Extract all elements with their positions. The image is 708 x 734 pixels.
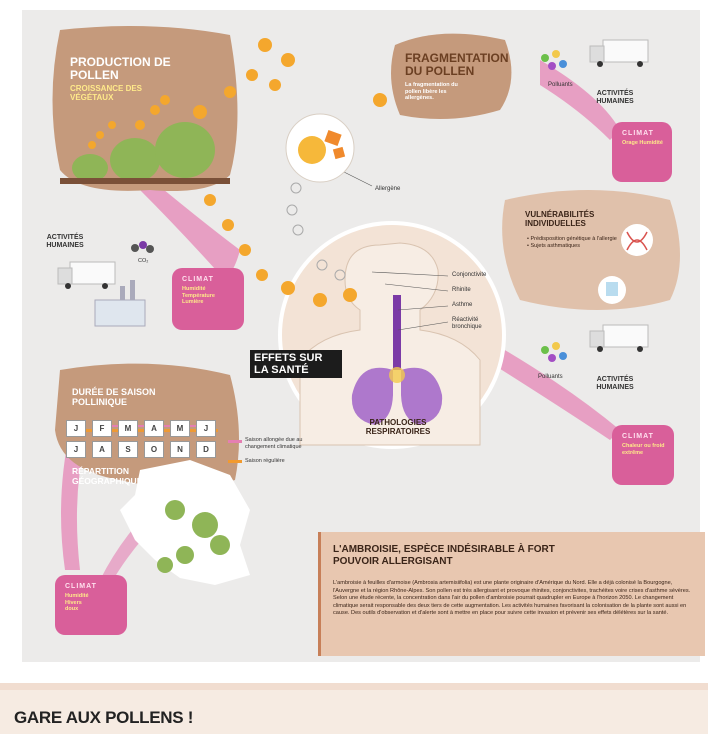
ambroisie-body: L'ambroisie à feuilles d'armoise (Ambros… — [333, 580, 691, 617]
pink-stream-left — [140, 170, 240, 280]
month-cell: S — [118, 441, 138, 458]
lung-left — [351, 367, 393, 425]
month-cell: F — [92, 420, 112, 437]
pollen-fragments — [286, 182, 346, 281]
ambroisie-title: L'AMBROISIE, ESPÈCE INDÉSIRABLE À FORT P… — [333, 544, 555, 567]
activites-label-bottom: ACTIVITÉS HUMAINES — [596, 376, 634, 391]
month-cell: M — [170, 420, 190, 437]
month-cell: A — [144, 420, 164, 437]
saison-title: DURÉE DE SAISON POLLINIQUE — [72, 387, 156, 407]
polluants-top — [541, 50, 567, 70]
polluants-bottom — [541, 342, 567, 362]
truck-top-right — [589, 39, 649, 67]
production-subtitle: CROISSANCE DES VÉGÉTAUX — [70, 84, 143, 102]
footer-title: GARE AUX POLLENS ! — [14, 708, 194, 727]
vulnerabilite-item: • Sujets asthmatiques — [527, 243, 580, 249]
shrubs — [72, 122, 215, 182]
month-cell: O — [144, 441, 164, 458]
label-asthme: Asthme — [452, 302, 473, 308]
climat-box-left: CLIMAT Humidité Température Lumière — [172, 268, 244, 330]
climat-desc: Humidité Hivers doux — [65, 593, 89, 612]
effets-title: EFFETS SUR LA SANTÉ — [250, 350, 342, 378]
legend-pink: Saison allongée due au changement climat… — [245, 437, 303, 450]
climat-desc: Chaleur ou froid extrême — [622, 443, 665, 456]
legend-orange-swatch — [228, 460, 242, 463]
month-cell: J — [66, 441, 86, 458]
trachea — [393, 295, 401, 370]
footer-band — [0, 690, 708, 734]
month-cell: A — [92, 441, 112, 458]
climat-desc: Humidité Température Lumière — [182, 286, 215, 305]
vulnerabilite-item: • Prédisposition génétique à l'allergie — [527, 236, 617, 242]
month-cell: M — [118, 420, 138, 437]
factory — [94, 280, 146, 327]
co2-molecule — [131, 241, 154, 253]
label-rhinite: Rhinite — [452, 287, 471, 293]
legend-orange: Saison régulière — [245, 458, 285, 464]
climat-title: CLIMAT — [182, 276, 214, 283]
pathologies-title: PATHOLOGIES RESPIRATOIRES — [365, 418, 431, 436]
month-cell: D — [196, 441, 216, 458]
truck-bottom-right — [589, 324, 649, 352]
truck-left — [57, 261, 116, 289]
month-cell: J — [66, 420, 86, 437]
lung-right — [401, 367, 443, 425]
legend-pink-swatch — [228, 440, 242, 443]
climat-title: CLIMAT — [622, 130, 654, 137]
month-cell: N — [170, 441, 190, 458]
label-conjonctivite: Conjonctivite — [452, 272, 487, 278]
pollen-grain-large — [298, 136, 326, 164]
vulnerabilites-title: VULNÉRABILITÉS INDIVIDUELLES — [525, 210, 595, 228]
fragmentation-desc: La fragmentation du pollen libère les al… — [405, 82, 458, 101]
climat-box-bottom-right: CLIMAT Chaleur ou froid extrême — [612, 425, 674, 485]
pink-stream-top-right — [540, 60, 620, 140]
ambroisie-zones — [157, 500, 230, 573]
repartition-title: RÉPARTITION GÉOGRAPHIQUE — [72, 466, 143, 486]
ambroisie-box: L'AMBROISIE, ESPÈCE INDÉSIRABLE À FORT P… — [318, 532, 705, 656]
activites-label-top: ACTIVITÉS HUMAINES — [596, 90, 634, 105]
label-reactivite: Réactivité bronchique — [452, 317, 482, 330]
pink-stream-bottom-right — [470, 330, 620, 440]
polluants-label-bottom: Polluants — [538, 374, 563, 380]
climat-box-bottom-left: CLIMAT Humidité Hivers doux — [55, 575, 127, 635]
inflammation-spot — [389, 367, 405, 383]
blob-fragmentation — [391, 33, 512, 119]
activites-label-left: ACTIVITÉS HUMAINES — [46, 234, 84, 249]
climat-title: CLIMAT — [65, 583, 97, 590]
allergene-label: Allergène — [375, 186, 401, 192]
climat-box-top-right: CLIMAT Orage Humidité — [612, 122, 672, 182]
climat-title: CLIMAT — [622, 433, 654, 440]
month-cell: J — [196, 420, 216, 437]
polluants-label-top: Polluants — [548, 82, 573, 88]
production-title: PRODUCTION DE POLLEN — [70, 55, 171, 82]
footer-divider — [0, 683, 708, 690]
fragmentation-title: FRAGMENTATION DU POLLEN — [405, 51, 509, 78]
pollen-trail — [88, 38, 387, 307]
vulnerabilites-list: • Prédisposition génétique à l'allergie … — [527, 236, 617, 250]
climat-desc: Orage Humidité — [622, 140, 663, 146]
blob-vulnerabilites — [502, 190, 680, 310]
co2-label: CO₂ — [138, 258, 149, 264]
